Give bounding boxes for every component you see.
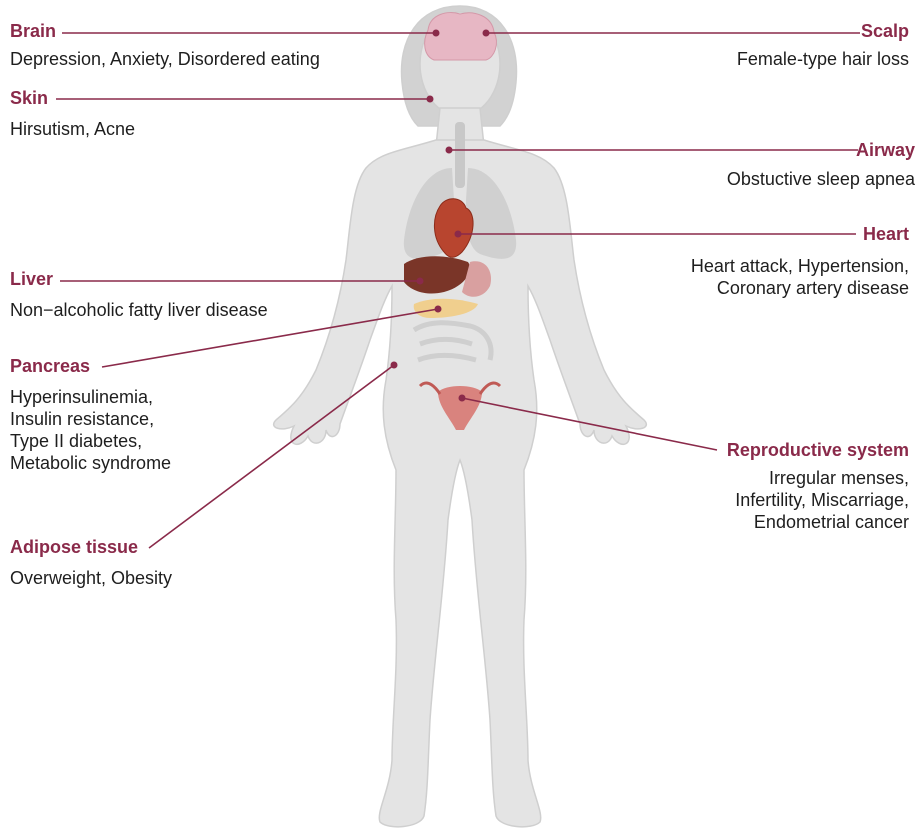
adipose-title: Adipose tissue [10,536,172,558]
brain-title: Brain [10,20,320,42]
airway-dot [446,147,453,154]
skin-label: Skin Hirsutism, Acne [10,87,135,140]
liver-label: Liver Non−alcoholic fatty liver disease [10,268,268,321]
reproductive-desc-line-2: Infertility, Miscarriage, [727,489,909,511]
scalp-dot [483,30,490,37]
pancreas-desc-line-2: Insulin resistance, [10,408,171,430]
brain-desc: Depression, Anxiety, Disordered eating [10,48,320,70]
skin-title: Skin [10,87,135,109]
reproductive-label: Reproductive system Irregular menses, In… [727,439,909,533]
heart-label: Heart Heart attack, Hypertension, Corona… [691,223,909,299]
pancreas-desc-line-4: Metabolic syndrome [10,452,171,474]
adipose-dot [391,362,398,369]
trachea-organ [455,122,465,188]
reproductive-title: Reproductive system [727,439,909,461]
pancreas-dot [435,306,442,313]
brain-label: Brain Depression, Anxiety, Disordered ea… [10,20,320,70]
adipose-leader [149,365,394,548]
liver-desc: Non−alcoholic fatty liver disease [10,299,268,321]
airway-desc: Obstuctive sleep apnea [727,168,915,190]
skin-dot [427,96,434,103]
skin-desc: Hirsutism, Acne [10,118,135,140]
scalp-label: Scalp Female-type hair loss [737,20,909,70]
pancreas-desc-line-1: Hyperinsulinemia, [10,386,171,408]
liver-dot [417,278,424,285]
heart-title: Heart [691,223,909,245]
airway-label: Airway Obstuctive sleep apnea [727,139,915,190]
scalp-desc: Female-type hair loss [737,48,909,70]
heart-desc-line-2: Coronary artery disease [691,277,909,299]
pancreas-title: Pancreas [10,355,171,377]
reproductive-dot [459,395,466,402]
reproductive-desc-line-1: Irregular menses, [727,467,909,489]
brain-dot [433,30,440,37]
scalp-title: Scalp [737,20,909,42]
reproductive-desc-line-3: Endometrial cancer [727,511,909,533]
adipose-label: Adipose tissue Overweight, Obesity [10,536,172,589]
pancreas-desc-line-3: Type II diabetes, [10,430,171,452]
adipose-desc: Overweight, Obesity [10,567,172,589]
heart-dot [455,231,462,238]
liver-title: Liver [10,268,268,290]
heart-desc-line-1: Heart attack, Hypertension, [691,255,909,277]
pancreas-label: Pancreas Hyperinsulinemia, Insulin resis… [10,355,171,474]
airway-title: Airway [727,139,915,161]
